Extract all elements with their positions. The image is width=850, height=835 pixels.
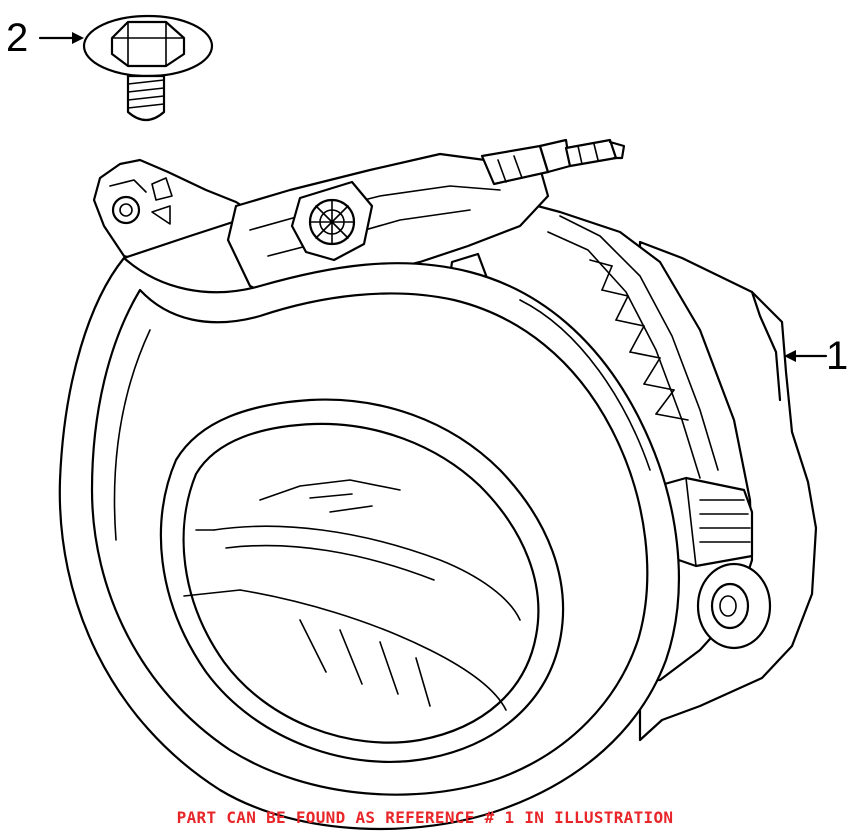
callout-number-2: 2 <box>6 16 29 60</box>
leader-arrow-1 <box>784 350 828 362</box>
screw-part <box>82 14 214 122</box>
fog-lamp-part <box>58 138 818 831</box>
reference-note: PART CAN BE FOUND AS REFERENCE # 1 IN IL… <box>176 808 674 827</box>
leader-arrow-2 <box>38 32 84 44</box>
callout-number-1: 1 <box>826 334 849 378</box>
